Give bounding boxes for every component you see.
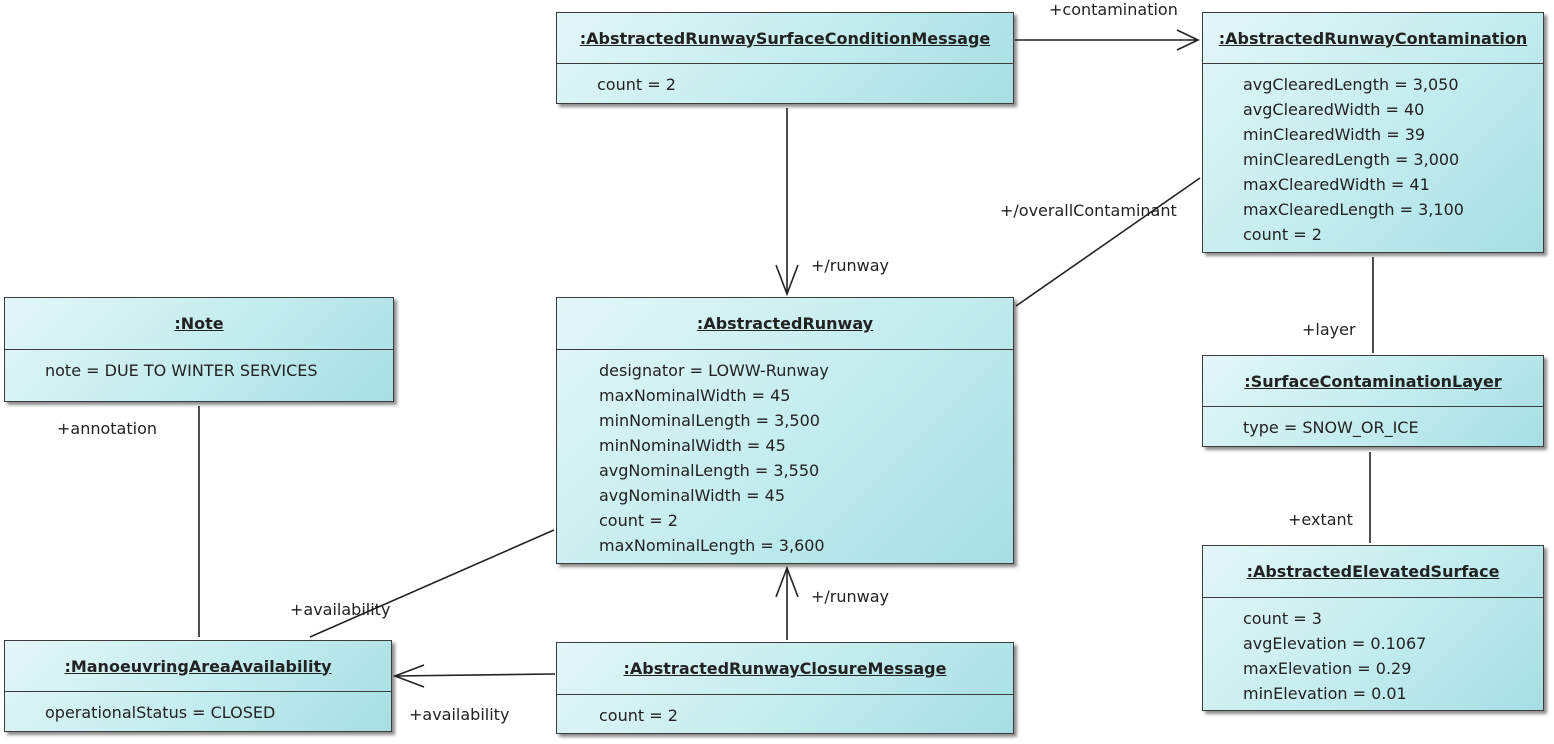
object-surface-condition-message[interactable]: :AbstractedRunwaySurfaceConditionMessage…	[556, 12, 1014, 104]
object-contamination-layer[interactable]: :SurfaceContaminationLayer type = SNOW_O…	[1202, 355, 1544, 447]
arrowhead-runway-bottom	[775, 565, 799, 598]
attribute: maxNominalLength = 3,600	[599, 536, 825, 555]
object-name: :AbstractedRunwayContamination	[1203, 13, 1543, 64]
object-name: :SurfaceContaminationLayer	[1203, 356, 1543, 407]
attribute: avgNominalWidth = 45	[599, 486, 786, 505]
object-name: :ManoeuvringAreaAvailability	[5, 641, 391, 692]
link-availability-lower	[394, 673, 556, 677]
role-extant: +extant	[1288, 510, 1353, 529]
object-area-availability[interactable]: :ManoeuvringAreaAvailability operational…	[4, 640, 392, 732]
object-runway[interactable]: :AbstractedRunway designator = LOWW-Runw…	[556, 297, 1014, 564]
arrowhead-availability-lower	[392, 664, 425, 688]
object-name: :AbstractedRunwaySurfaceConditionMessage	[557, 13, 1013, 64]
object-name: :AbstractedRunwayClosureMessage	[557, 643, 1013, 695]
attribute: maxElevation = 0.29	[1243, 659, 1412, 678]
role-availability-upper: +availability	[290, 600, 391, 619]
link-availability-upper	[309, 529, 555, 638]
attribute: maxNominalWidth = 45	[599, 386, 791, 405]
role-runway-top: +/runway	[811, 256, 890, 275]
attribute: minElevation = 0.01	[1243, 684, 1407, 703]
attribute: avgClearedWidth = 40	[1243, 100, 1425, 119]
attribute: minClearedLength = 3,000	[1243, 150, 1460, 169]
attribute: avgElevation = 0.1067	[1243, 634, 1427, 653]
arrowhead-runway-top	[775, 264, 799, 297]
role-availability-lower: +availability	[409, 705, 510, 724]
object-closure-message[interactable]: :AbstractedRunwayClosureMessage count = …	[556, 642, 1014, 734]
link-overall-contaminant	[1015, 177, 1201, 307]
attribute: avgNominalLength = 3,550	[599, 461, 820, 480]
attribute: maxClearedLength = 3,100	[1243, 200, 1464, 219]
attribute: minNominalWidth = 45	[599, 436, 786, 455]
attribute: minClearedWidth = 39	[1243, 125, 1426, 144]
role-annotation: +annotation	[57, 419, 158, 438]
role-overall-contaminant: +/overallContaminant	[1000, 201, 1177, 220]
attribute: count = 2	[599, 706, 678, 725]
attribute: maxClearedWidth = 41	[1243, 175, 1430, 194]
arrowhead-contamination	[1176, 29, 1200, 51]
object-elevated-surface[interactable]: :AbstractedElevatedSurface count = 3 avg…	[1202, 545, 1544, 711]
attribute: avgClearedLength = 3,050	[1243, 75, 1459, 94]
object-name: :Note	[5, 298, 393, 350]
attribute: minNominalLength = 3,500	[599, 411, 820, 430]
attribute: designator = LOWW-Runway	[599, 361, 829, 380]
attribute: count = 3	[1243, 609, 1322, 628]
role-contamination: +contamination	[1049, 0, 1178, 19]
object-note[interactable]: :Note note = DUE TO WINTER SERVICES	[4, 297, 394, 402]
attribute: note = DUE TO WINTER SERVICES	[45, 361, 318, 380]
role-runway-bottom: +/runway	[811, 587, 890, 606]
attribute: count = 2	[599, 511, 678, 530]
object-name: :AbstractedRunway	[557, 298, 1013, 350]
attribute: count = 2	[597, 75, 676, 94]
object-runway-contamination[interactable]: :AbstractedRunwayContamination avgCleare…	[1202, 12, 1544, 253]
object-name: :AbstractedElevatedSurface	[1203, 546, 1543, 598]
attribute: count = 2	[1243, 225, 1322, 244]
attribute: type = SNOW_OR_ICE	[1243, 418, 1419, 437]
role-layer: +layer	[1302, 320, 1356, 339]
attribute: operationalStatus = CLOSED	[45, 703, 276, 722]
